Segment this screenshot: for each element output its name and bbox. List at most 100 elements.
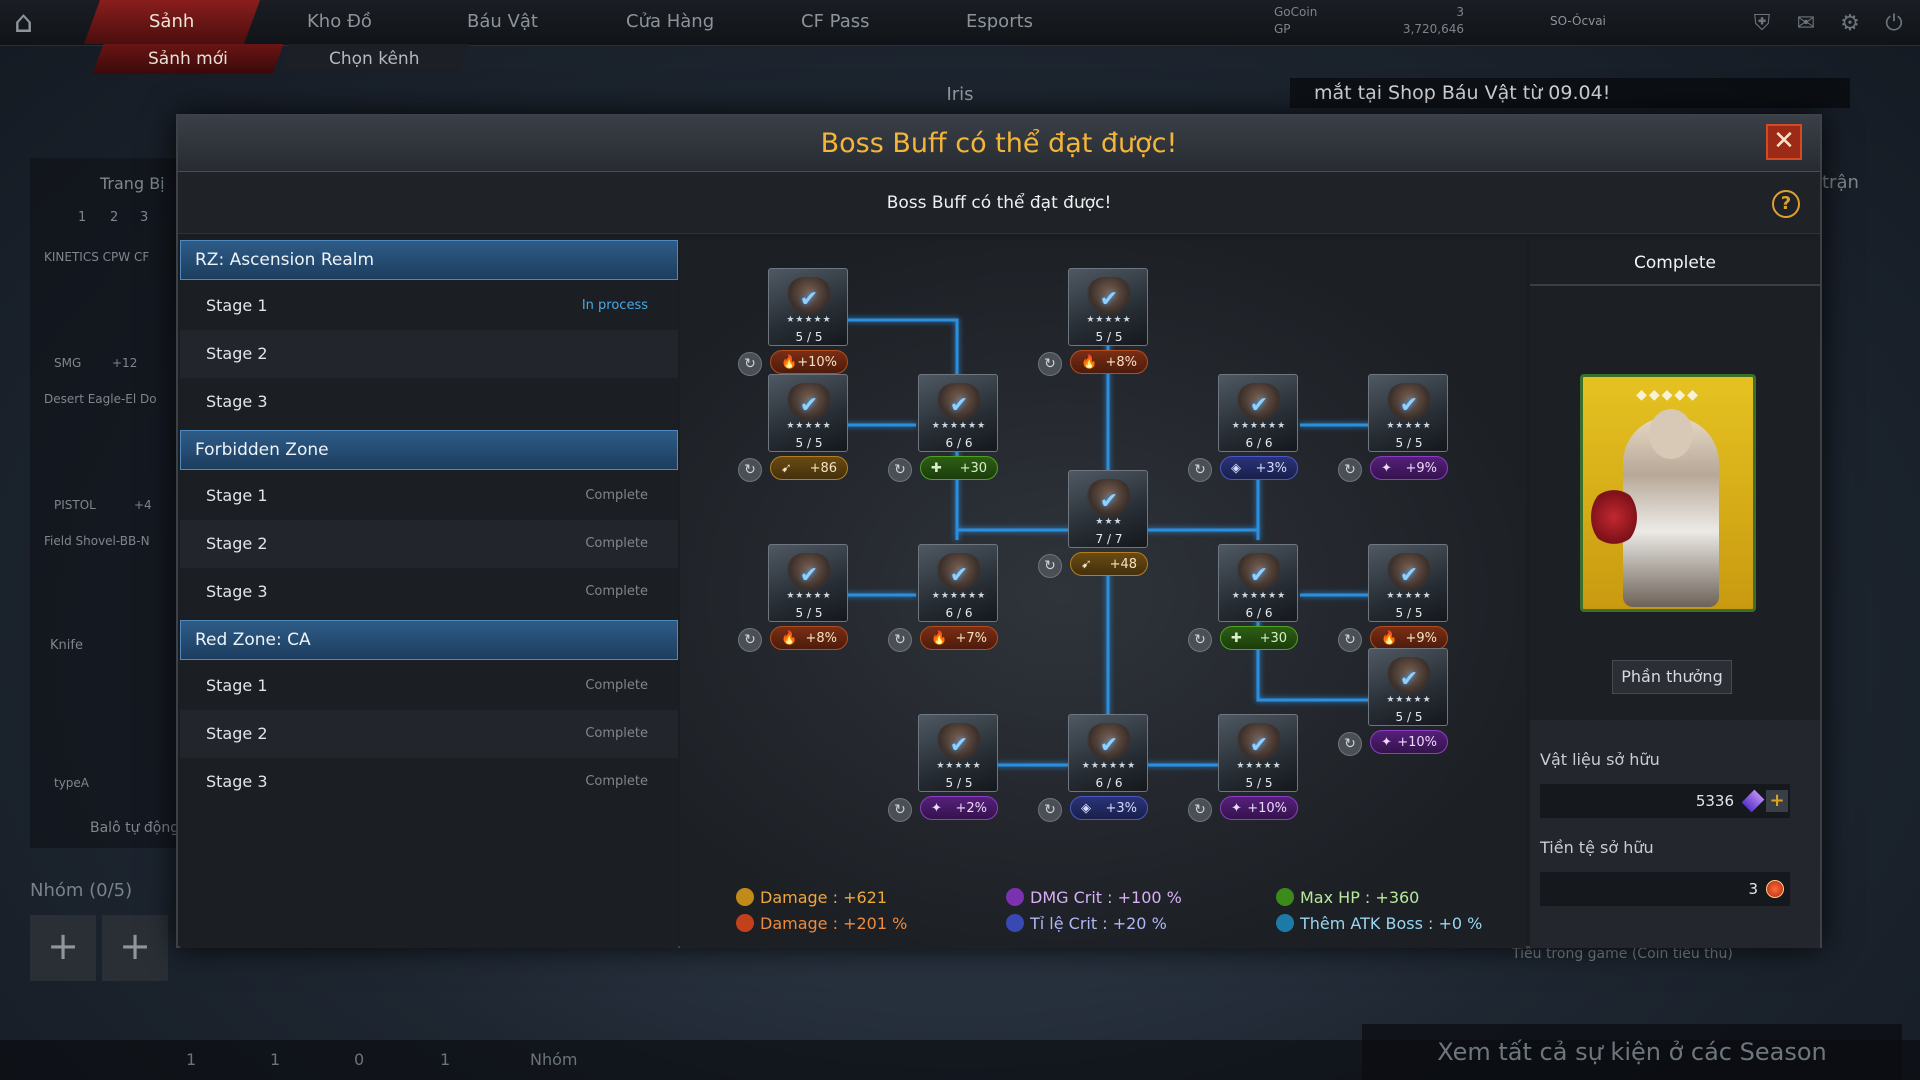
- reward-character-card[interactable]: ◆◆◆◆◆: [1580, 374, 1756, 612]
- user-name[interactable]: SO-Ócvai: [1550, 14, 1606, 28]
- reset-icon[interactable]: ↻: [1038, 798, 1062, 822]
- stage-status: Complete: [585, 726, 648, 741]
- buff-value: +30: [1259, 631, 1287, 646]
- buff-node[interactable]: ✔★★★★★★6 / 6↻🔥+7%: [888, 544, 998, 658]
- subtab-channel[interactable]: Chọn kênh: [278, 44, 470, 74]
- node-stars: ★★★★★★: [931, 591, 987, 601]
- tab-shop[interactable]: Cửa Hàng: [582, 0, 758, 44]
- home-icon[interactable]: ⌂: [14, 5, 34, 40]
- auto-bag-toggle[interactable]: Balô tự động: [90, 820, 180, 836]
- power-icon[interactable]: ⏻: [1885, 11, 1903, 36]
- buff-node[interactable]: ✔★★★★★5 / 5↻🔥+9%: [1338, 544, 1448, 658]
- subtab-new-lobby[interactable]: Sảnh mới: [92, 44, 284, 74]
- close-button[interactable]: ✕: [1766, 124, 1802, 160]
- weapon-name: KINETICS CPW CF: [44, 250, 150, 264]
- message-icon[interactable]: ✉: [1796, 11, 1816, 36]
- reset-icon[interactable]: ↻: [1038, 554, 1062, 578]
- buff-node[interactable]: ✔★★★★★5 / 5↻🔥+8%: [1038, 268, 1148, 382]
- reset-icon[interactable]: ↻: [1188, 628, 1212, 652]
- buff-node[interactable]: ✔★★★★★5 / 5↻🔥+8%: [738, 544, 848, 658]
- season-events-button[interactable]: Xem tất cả sự kiện ở các Season: [1362, 1024, 1902, 1080]
- buff-badge: 🔥 +7%: [920, 626, 998, 650]
- stage-name: Stage 2: [206, 344, 268, 363]
- weapon-tag: Knife: [50, 638, 83, 653]
- tab-label: Báu Vật: [467, 11, 538, 32]
- node-count: 6 / 6: [945, 606, 973, 620]
- weapon-tab[interactable]: 2: [110, 210, 119, 225]
- reset-icon[interactable]: ↻: [1338, 458, 1362, 482]
- stage-row[interactable]: Stage 2: [180, 330, 678, 378]
- gear-icon[interactable]: ⚙: [1840, 11, 1860, 36]
- buff-badge: ➹+86: [770, 456, 848, 480]
- news-ticker[interactable]: mắt tại Shop Báu Vật từ 09.04!: [1290, 78, 1850, 108]
- shield-icon[interactable]: ⛨: [1753, 11, 1771, 36]
- node-stars: ★★★★★: [786, 315, 832, 325]
- stage-name: Stage 1: [206, 676, 268, 695]
- reset-icon[interactable]: ↻: [1038, 352, 1062, 376]
- help-icon[interactable]: ?: [1772, 190, 1800, 218]
- buff-node[interactable]: ✔★★★★★★6 / 6↻◈+3%: [1188, 374, 1298, 488]
- buff-node[interactable]: ✔★★★★★5 / 5↻✦+10%: [1338, 648, 1448, 762]
- weapon-tag: +4: [134, 498, 152, 512]
- reset-icon[interactable]: ↻: [738, 458, 762, 482]
- node-count: 7 / 7: [1095, 532, 1123, 546]
- buff-value: +7%: [955, 631, 987, 646]
- reset-icon[interactable]: ↻: [738, 628, 762, 652]
- buff-node[interactable]: ✔★★★★★5 / 5↻✦+9%: [1338, 374, 1448, 488]
- tab-cf-pass[interactable]: CF Pass: [750, 0, 921, 44]
- reset-icon[interactable]: ↻: [888, 628, 912, 652]
- reset-icon[interactable]: ↻: [888, 458, 912, 482]
- add-member-button[interactable]: +: [30, 915, 96, 981]
- bottom-group-label[interactable]: Nhóm: [530, 1050, 578, 1069]
- group-header[interactable]: RZ: Ascension Realm: [180, 240, 678, 280]
- buff-node[interactable]: ✔★★★★★★6 / 6↻◈+3%: [1038, 714, 1148, 828]
- stage-row[interactable]: Stage 3: [180, 378, 678, 426]
- buff-node[interactable]: ✔★★★★★★6 / 6↻✚+30: [1188, 544, 1298, 658]
- reset-icon[interactable]: ↻: [1188, 798, 1212, 822]
- group-label: Nhóm (0/5): [30, 880, 133, 901]
- boss-buff-modal: Boss Buff có thể đạt được! ✕ Boss Buff c…: [176, 114, 1822, 948]
- fire-icon: 🔥: [931, 631, 948, 646]
- add-member-button[interactable]: +: [102, 915, 168, 981]
- stage-name: Stage 3: [206, 772, 268, 791]
- group-header[interactable]: Forbidden Zone: [180, 430, 678, 470]
- reward-button[interactable]: Phần thưởng: [1612, 660, 1732, 694]
- hp-icon: ✚: [931, 461, 942, 476]
- summary-crit-rate: Tỉ lệ Crit : +20 %: [1006, 914, 1167, 933]
- tab-inventory[interactable]: Kho Đồ: [254, 0, 425, 44]
- boss-portrait: ✔★★★★★5 / 5: [768, 268, 848, 346]
- add-materials-button[interactable]: +: [1766, 790, 1788, 812]
- node-stars: ★★★★★★: [1231, 591, 1287, 601]
- reset-icon[interactable]: ↻: [1188, 458, 1212, 482]
- buff-node[interactable]: ✔★★★★★5 / 5↻✦+2%: [888, 714, 998, 828]
- fire-icon: 🔥: [781, 631, 798, 646]
- tab-treasure[interactable]: Báu Vật: [417, 0, 588, 44]
- buff-node[interactable]: ✔★★★★★5 / 5↻✦+10%: [1188, 714, 1298, 828]
- weapon-tab[interactable]: 3: [140, 210, 149, 225]
- check-icon: ✔: [799, 287, 819, 312]
- node-count: 6 / 6: [1245, 436, 1273, 450]
- tab-esports[interactable]: Esports: [914, 0, 1085, 44]
- tab-lobby[interactable]: Sảnh: [83, 0, 261, 44]
- buff-node[interactable]: ✔★★★★★5 / 5↻➹+86: [738, 374, 848, 488]
- reset-icon[interactable]: ↻: [738, 352, 762, 376]
- weapon-tab[interactable]: 1: [78, 210, 87, 225]
- reset-icon[interactable]: ↻: [1338, 628, 1362, 652]
- buff-node[interactable]: ✔★★★★★★6 / 6↻✚+30: [888, 374, 998, 488]
- coin-icon: [1766, 880, 1784, 898]
- group-header[interactable]: Red Zone: CA: [180, 620, 678, 660]
- reset-icon[interactable]: ↻: [888, 798, 912, 822]
- buff-value: +30: [959, 461, 987, 476]
- buff-node[interactable]: ✔★★★★★5 / 5↻🔥+10%: [738, 268, 848, 382]
- buff-node[interactable]: ✔★★★7 / 7↻➹+48: [1038, 470, 1148, 584]
- buff-value: +86: [809, 461, 837, 476]
- reset-icon[interactable]: ↻: [1338, 732, 1362, 756]
- boss-portrait: ✔★★★★★5 / 5: [1368, 544, 1448, 622]
